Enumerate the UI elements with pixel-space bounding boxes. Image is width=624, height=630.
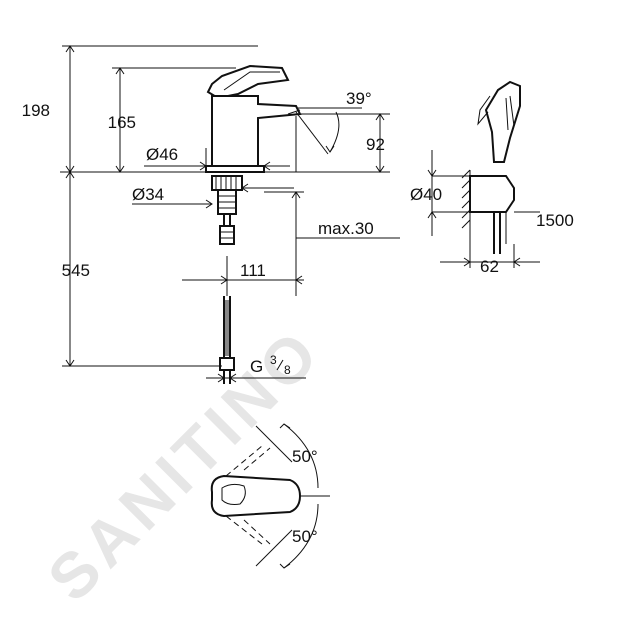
dim-111-label: 111 <box>240 261 266 280</box>
dim-d40-label: Ø40 <box>410 185 442 204</box>
dim-angle-39-label: 39° <box>346 89 372 108</box>
stud-thread <box>218 195 236 209</box>
dim-max30: max.30 <box>264 191 400 262</box>
dim-d46-label: Ø46 <box>146 145 178 164</box>
hand-shower-view: Ø40 1500 62 <box>410 80 574 276</box>
dim-62-label: 62 <box>480 257 499 276</box>
thread-g-label: G <box>250 357 263 376</box>
rotated-position-top <box>225 445 271 477</box>
dim-thread: G 3 8 <box>206 353 306 383</box>
dim-92-label: 92 <box>366 135 385 154</box>
dim-d34-label: Ø34 <box>132 185 164 204</box>
dim-111: 111 <box>182 256 304 296</box>
faucet-top-view: 50° 50° <box>210 423 330 569</box>
thread-numerator: 3 <box>270 353 277 367</box>
thread-denominator: 8 <box>284 363 291 377</box>
top-view-cap <box>221 483 246 505</box>
spout-tip <box>287 109 301 115</box>
hose-end <box>223 370 231 384</box>
angle-50-bottom-label: 50° <box>292 527 318 546</box>
wall-holder <box>469 175 515 213</box>
rotated-position-bottom <box>225 515 271 545</box>
shower-trigger <box>477 95 491 126</box>
dim-92: 92 <box>295 113 390 173</box>
hose-braid <box>225 300 229 356</box>
faucet-base <box>205 165 265 173</box>
dim-max30-label: max.30 <box>318 219 374 238</box>
hose-lower <box>223 296 231 358</box>
watermark-text: SANITINO <box>34 314 335 615</box>
dim-d34: Ø34 <box>132 183 294 209</box>
dim-165-label: 165 <box>108 113 136 132</box>
dim-545: 545 <box>62 171 222 367</box>
lever-detail <box>223 71 280 91</box>
faucet-body <box>211 95 302 169</box>
dim-198: 198 <box>22 45 258 173</box>
dim-198-label: 198 <box>22 101 50 120</box>
hose-end-fitting <box>219 357 235 371</box>
dim-d46: Ø46 <box>144 145 290 171</box>
head-detail <box>505 95 515 131</box>
hose-fitting-detail <box>220 231 234 239</box>
faucet-lever <box>206 64 290 100</box>
top-view-lever <box>210 474 302 518</box>
dim-545-label: 545 <box>62 261 90 280</box>
angle-50-top-label: 50° <box>292 447 318 466</box>
dim-165: 165 <box>108 67 236 173</box>
nut-thread <box>215 176 237 190</box>
hose-upper <box>223 214 231 226</box>
shower-head <box>484 80 521 163</box>
hose-fitting <box>219 225 235 245</box>
dim-1500-label: 1500 <box>536 211 574 230</box>
dim-angle-39: 39° <box>295 89 372 155</box>
shower-hose <box>493 212 501 254</box>
